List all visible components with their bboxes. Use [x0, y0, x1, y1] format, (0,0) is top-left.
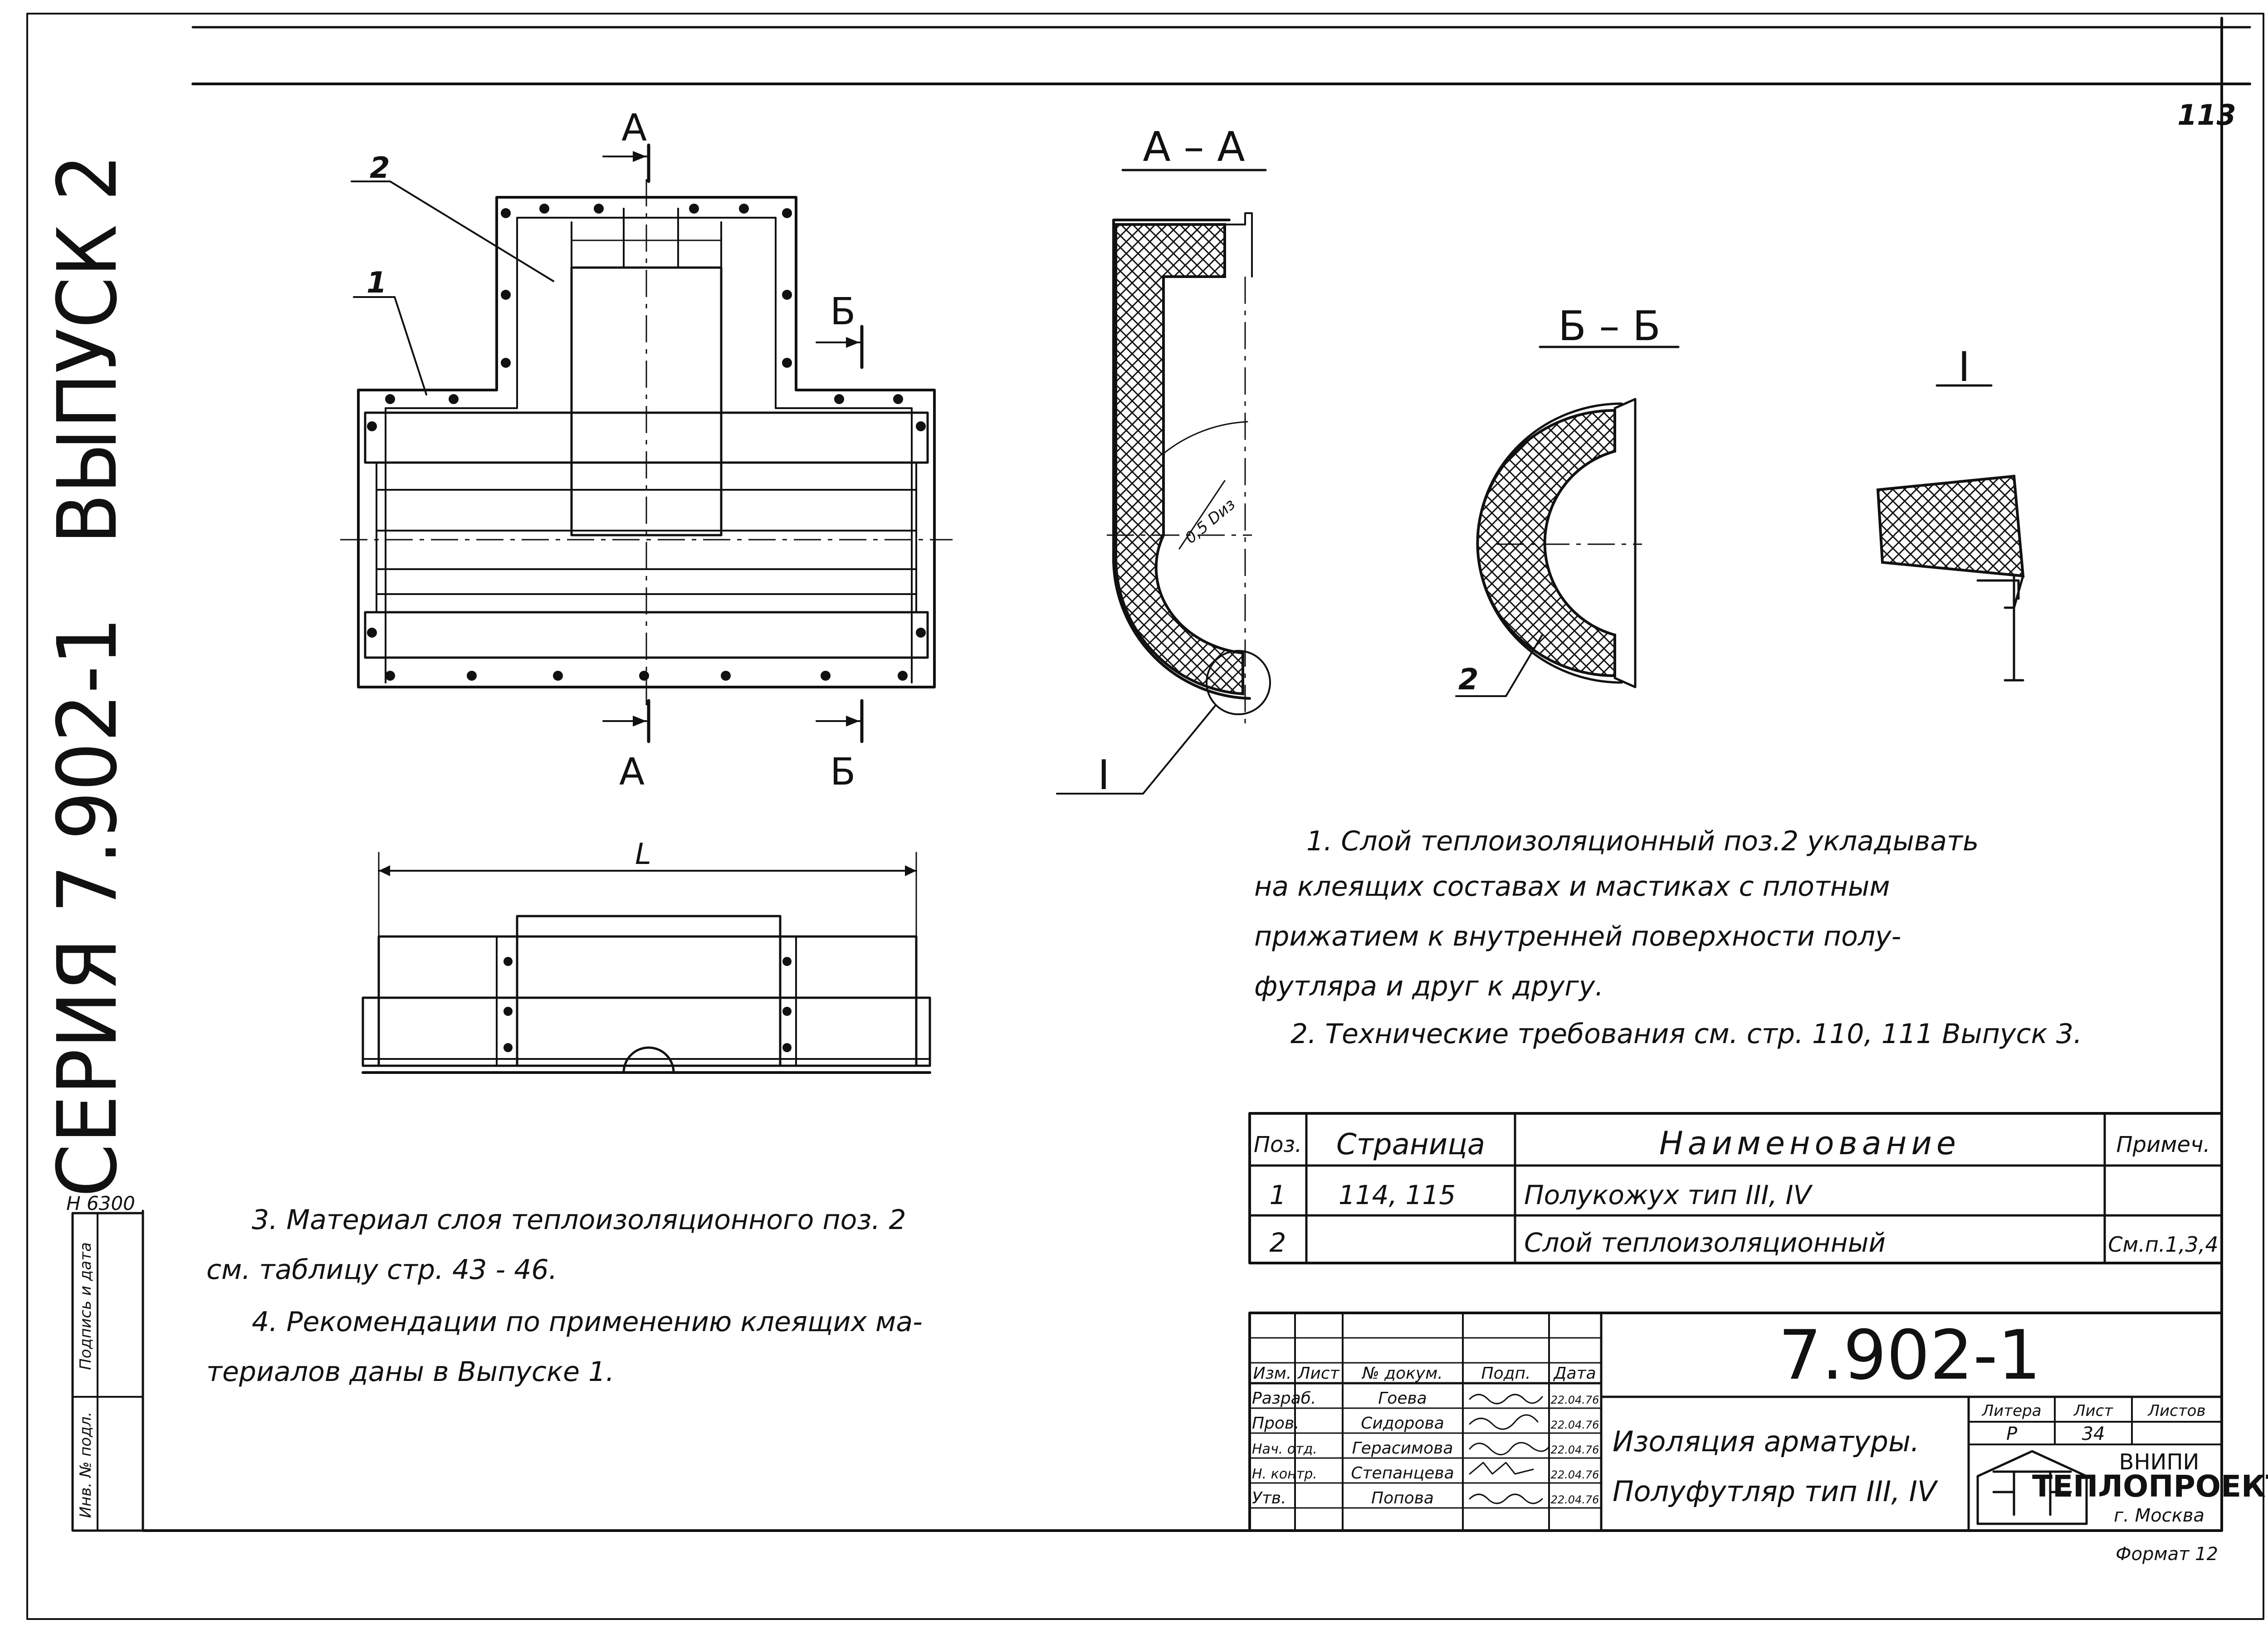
side-issue-label: ВЫПУСК 2: [40, 154, 135, 544]
staff-name: Сидорова: [1361, 1414, 1444, 1433]
stamp-inventory-label: Инв. № подл.: [77, 1412, 95, 1518]
spec-cell: 1: [1270, 1180, 1286, 1210]
notes-right: 1. Слой теплоизоляционный поз.2 укладыва…: [1254, 825, 2082, 1050]
side-series-label: СЕРИЯ 7.902-1: [40, 617, 135, 1197]
section-aa: [1056, 169, 1271, 795]
note-left-line: териалов даны в Выпуске 1.: [206, 1356, 614, 1388]
role-header: Изм.: [1253, 1364, 1292, 1383]
dimension-l: L: [635, 838, 651, 871]
org-city: г. Москва: [2114, 1505, 2204, 1526]
spec-cell: Полукожух тип III, IV: [1524, 1180, 1813, 1210]
insulation-layer-bb: [1476, 409, 1616, 678]
stamp-signature-label: Подпись и дата: [77, 1242, 95, 1370]
note-right-line: прижатием к внутренней поверхности полу-: [1254, 921, 1901, 952]
section-bb-callout-2: 2: [1458, 663, 1479, 697]
plan-view: [340, 143, 953, 743]
note-right-line: 1. Слой теплоизоляционный поз.2 укладыва…: [1306, 825, 1979, 857]
role-header: Подп.: [1481, 1364, 1531, 1383]
staff-role: Разраб.: [1252, 1389, 1316, 1408]
staff-date: 22.04.76: [1551, 1468, 1599, 1481]
section-a-marker-top: А: [621, 107, 647, 150]
staff-name: Герасимова: [1352, 1439, 1453, 1458]
detail-i-callout: I: [1098, 751, 1110, 799]
detail-i-title: I: [1958, 343, 1970, 391]
role-header: № докум.: [1361, 1364, 1442, 1383]
spec-header-name: Наименование: [1659, 1125, 1960, 1162]
left-stamp: [71, 1212, 144, 1532]
section-b-marker-top: Б: [830, 290, 855, 333]
staff-role: Нач. отд.: [1252, 1441, 1317, 1457]
callout-pos-1: 1: [367, 266, 387, 300]
staff-role: Н. контр.: [1252, 1466, 1317, 1482]
role-header: Лист: [1297, 1364, 1339, 1383]
insulation-layer-aa: [1114, 223, 1244, 696]
litera-label: Литера: [1981, 1402, 2042, 1420]
spec-cell: 2: [1270, 1227, 1286, 1258]
section-bb-title: Б – Б: [1558, 302, 1661, 350]
side-view: [362, 852, 931, 1074]
spec-cell: 114, 115: [1339, 1180, 1456, 1210]
sheets-label: Листов: [2147, 1402, 2205, 1420]
note-right-line: на клеящих составах и мастиках с плотным: [1254, 871, 1890, 902]
document-number: 7.902-1: [1779, 1316, 2041, 1395]
spec-cell: См.п.1,3,4: [2108, 1232, 2218, 1257]
staff-name: Гоева: [1378, 1389, 1427, 1408]
litera-value: Р: [2006, 1424, 2018, 1444]
spec-header-pos: Поз.: [1254, 1132, 1302, 1157]
org-name-line1: ВНИПИ: [2119, 1449, 2200, 1475]
title-block: [1248, 1312, 2223, 1532]
notes-left: 3. Материал слоя теплоизоляционного поз.…: [206, 1204, 923, 1388]
staff-role: Утв.: [1252, 1489, 1286, 1507]
section-b-marker-bottom: Б: [830, 751, 855, 794]
role-header: Дата: [1553, 1364, 1596, 1383]
detail-i: [1876, 384, 2025, 682]
note-right-line: 2. Технические требования см. стр. 110, …: [1290, 1018, 2082, 1050]
note-left-line: 4. Рекомендации по применению клеящих ма…: [252, 1306, 923, 1338]
insulation-layer-detail: [1876, 474, 2025, 578]
staff-date: 22.04.76: [1551, 1493, 1599, 1506]
section-aa-title: А – А: [1143, 123, 1245, 171]
spec-cell: Слой теплоизоляционный: [1524, 1227, 1886, 1258]
sheet-label: Лист: [2073, 1402, 2113, 1420]
inventory-number: Н 6300: [66, 1192, 135, 1215]
org-logo: [1976, 1450, 2088, 1525]
staff-date: 22.04.76: [1551, 1419, 1599, 1431]
drawing-title-line2: Полуфутляр тип III, IV: [1613, 1475, 1939, 1508]
section-a-marker-bottom: А: [619, 751, 645, 794]
staff-name: Степанцева: [1351, 1464, 1454, 1483]
staff-date: 22.04.76: [1551, 1444, 1599, 1456]
note-right-line: футляра и друг к другу.: [1254, 971, 1603, 1002]
spec-header-page: Страница: [1336, 1128, 1485, 1161]
sheet-value: 34: [2082, 1424, 2105, 1444]
section-bb: [1455, 346, 1680, 697]
staff-date: 22.04.76: [1551, 1394, 1599, 1406]
page-number: 113: [2177, 98, 2236, 132]
note-left-line: см. таблицу стр. 43 - 46.: [206, 1254, 557, 1286]
staff-name: Попова: [1371, 1489, 1434, 1507]
drawing-title-line1: Изоляция арматуры.: [1613, 1425, 1920, 1458]
format-label: Формат 12: [2116, 1544, 2218, 1565]
org-name-line2: ТЕПЛОПРОЕКТ: [2032, 1469, 2268, 1504]
note-left-line: 3. Материал слоя теплоизоляционного поз.…: [252, 1204, 906, 1236]
callout-pos-2: 2: [370, 151, 390, 185]
spec-header-note: Примеч.: [2116, 1132, 2210, 1157]
staff-role: Пров.: [1252, 1414, 1300, 1433]
signatures: [1469, 1394, 1550, 1504]
spec-table: [1248, 1112, 2223, 1264]
